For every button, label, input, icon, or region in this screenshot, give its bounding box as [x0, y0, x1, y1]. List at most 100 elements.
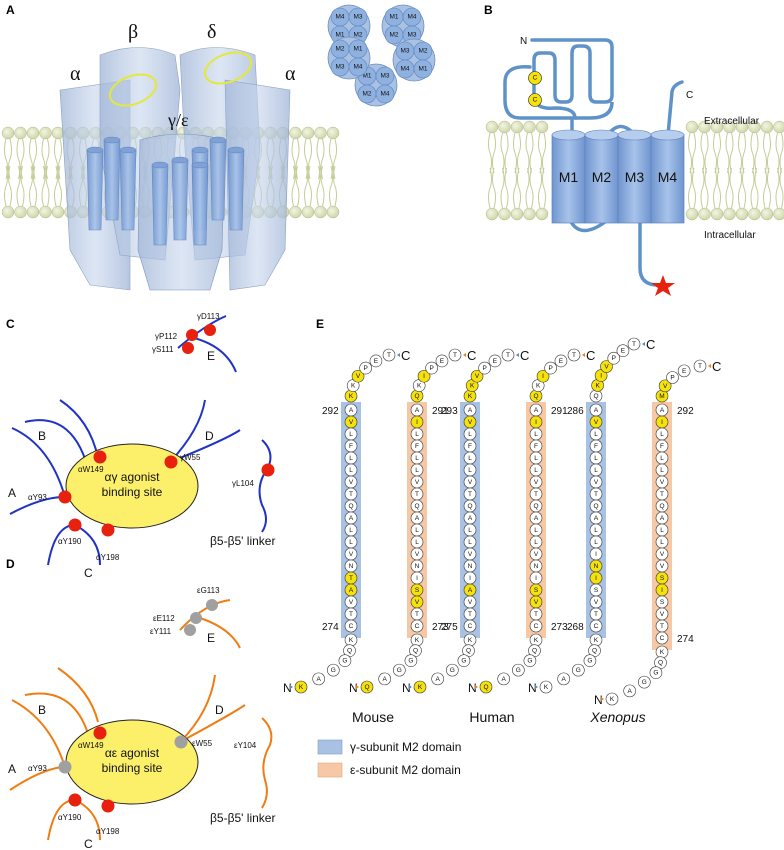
helix-top-label: M1	[353, 46, 362, 53]
seq-n-terminus: N	[402, 681, 411, 695]
res-gD113: γD113	[197, 312, 220, 321]
tm-helix-cylinder	[191, 164, 209, 246]
helix-start-number: 286	[567, 406, 584, 417]
helix-residue-label: L	[349, 467, 353, 474]
lower-chain-residue	[404, 654, 418, 668]
lower-chain-residue-label: K	[299, 684, 304, 691]
site-aY198-d	[101, 799, 115, 813]
lower-chain-residue-label: K	[534, 637, 539, 644]
res-aW149-c: αW149	[78, 465, 104, 474]
lipid-head	[301, 205, 315, 219]
helix-residue-label: L	[594, 431, 598, 438]
res-aY190-c: αY190	[58, 537, 82, 546]
lipid-tail-top	[700, 132, 709, 174]
helix-start-number: 291	[432, 406, 449, 417]
upper-chain-residue-label: M	[659, 393, 664, 400]
lipid-tail-bottom	[329, 165, 337, 207]
lipid-tail-bottom	[316, 165, 325, 207]
cysteine-circle-1	[528, 71, 542, 85]
beta-label: β	[128, 21, 138, 43]
helix-top-circle	[348, 57, 368, 77]
alpha-left-label: α	[70, 63, 81, 85]
loop-b-label-d: B	[38, 703, 46, 717]
upper-chain-residue	[600, 360, 613, 373]
tm-helix-cylinder	[209, 139, 227, 221]
lipid-head	[51, 205, 65, 219]
species-label: Mouse	[352, 709, 394, 725]
upper-chain-residue	[544, 361, 557, 375]
chain-link	[575, 101, 614, 120]
lipid-tail-bottom	[500, 167, 509, 209]
res-gW55: γW55	[180, 453, 201, 462]
lipid-head	[289, 205, 302, 219]
site-eY111	[184, 624, 196, 636]
loop-a-strand-2	[9, 496, 63, 515]
lipid-head	[14, 126, 27, 140]
helix-residue-label: T	[660, 623, 664, 630]
helix-residue-label: S	[594, 587, 599, 594]
helix-residue-label: A	[594, 515, 599, 522]
upper-chain-residue	[425, 361, 438, 375]
helix-residue-label: L	[594, 539, 598, 546]
lower-chain-residue-label: G	[576, 667, 581, 674]
lipid-head	[710, 207, 724, 221]
species-label: Xenopus	[589, 709, 645, 725]
lipid-head	[760, 207, 774, 221]
lower-chain-residue	[497, 672, 510, 686]
chain-arrow-icon	[582, 353, 585, 357]
res-aY190-d: αY190	[58, 813, 82, 822]
upper-chain-residue	[369, 354, 383, 368]
helix-residue-label: L	[660, 455, 664, 462]
helix-residue-label: F	[534, 443, 538, 450]
helix-residue-label: V	[349, 599, 354, 606]
helix-start-number: 293	[441, 406, 458, 417]
lower-chain-residue-label: G	[642, 679, 647, 686]
helix-residue-label: L	[468, 539, 472, 546]
transmembrane-helices-a	[86, 136, 245, 246]
tm-helix-cylinder	[171, 159, 189, 241]
helix-residue-label: C	[415, 623, 420, 630]
helix-residue-label: I	[535, 575, 537, 582]
chain-arrow-icon	[601, 697, 604, 701]
helix-residue-label: L	[468, 527, 472, 534]
upper-chain-residue-label: T	[698, 363, 702, 370]
lower-chain-residue	[446, 663, 459, 677]
loop-a-label-d: A	[8, 762, 16, 776]
upper-chain-residue-label: P	[670, 375, 674, 382]
helix-residue-label: L	[594, 527, 598, 534]
helix-residue-label: N	[468, 563, 473, 570]
lower-chain-residue	[512, 663, 525, 677]
gamma-epsilon-label: γ/ε	[167, 110, 189, 130]
lipid-tail-top	[750, 132, 759, 174]
lipid-head	[1, 205, 15, 219]
linker-label-c: β5-β5' linker	[210, 534, 275, 548]
helix-residue-label: V	[468, 419, 473, 426]
m3-m4-loop	[638, 222, 662, 287]
upper-chain-residue	[536, 369, 550, 383]
alpha-subunit-right	[224, 79, 291, 291]
agonist-site-oval-c	[65, 443, 199, 529]
helix-residue-label: Q	[659, 503, 664, 510]
helix-residue-label: T	[660, 491, 664, 498]
helix-residue-label: I	[416, 419, 418, 426]
helix-residue-label: A	[660, 515, 665, 522]
helix-top-label: M1	[418, 66, 427, 73]
loop-a-strand-1	[11, 427, 66, 498]
lipid-tail-bottom	[775, 167, 784, 209]
lower-chain-residue-label: G	[653, 670, 658, 677]
helix-cylinder-top-b	[551, 129, 586, 141]
upper-chain-residue-label: K	[417, 383, 422, 390]
lipid-tail-top	[725, 132, 734, 174]
upper-chain-residue-label: K	[470, 383, 475, 390]
c-terminus-chain	[666, 80, 684, 137]
lipid-head	[698, 207, 711, 221]
helix-end-number: 273	[551, 622, 568, 633]
site-gL104	[261, 463, 275, 477]
lipid-tail-top	[488, 132, 496, 174]
loop-e-label-c: E	[207, 349, 215, 363]
helix-residue-label: T	[594, 611, 598, 618]
